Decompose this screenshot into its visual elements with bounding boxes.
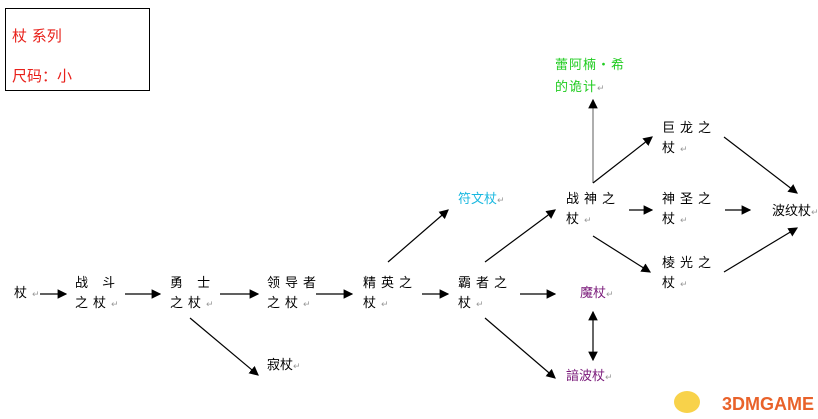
arrow <box>484 209 556 263</box>
node-leader: 领导者之杖 <box>267 274 321 315</box>
arrow <box>592 235 652 273</box>
node-rune: 符文杖 <box>458 190 505 211</box>
node-brave: 勇 士之杖 <box>170 274 215 315</box>
arrow <box>387 209 449 263</box>
arrow <box>189 317 259 376</box>
node-holy: 神圣之杖 <box>662 190 716 231</box>
node-trick: 蕾阿楠・希的诡计 <box>555 55 625 100</box>
node-silent: 寂杖 <box>267 356 301 377</box>
node-dragon: 巨龙之杖 <box>662 119 716 160</box>
node-overlord: 霸者之杖 <box>458 274 512 315</box>
arrow <box>484 317 556 379</box>
legend-series: 杖 系列 <box>12 27 62 45</box>
node-prism: 棱光之杖 <box>662 254 716 295</box>
legend-box <box>5 8 150 91</box>
legend-size: 尺码：小 <box>12 67 73 85</box>
watermark-logo: 3DMGAME <box>721 394 814 414</box>
node-elite: 精英之杖 <box>363 274 417 315</box>
node-wargod: 战神之杖 <box>566 190 620 231</box>
arrow <box>723 136 798 194</box>
node-dark: 諳波杖 <box>566 367 613 388</box>
node-battle: 战 斗之杖 <box>75 274 120 315</box>
node-ripple: 波纹杖 <box>772 202 818 223</box>
node-magic: 魔杖 <box>580 284 614 305</box>
node-staff: 杖 <box>14 284 40 305</box>
arrow <box>592 136 653 184</box>
arrow <box>723 227 799 273</box>
watermark-mascot-icon <box>674 391 700 413</box>
